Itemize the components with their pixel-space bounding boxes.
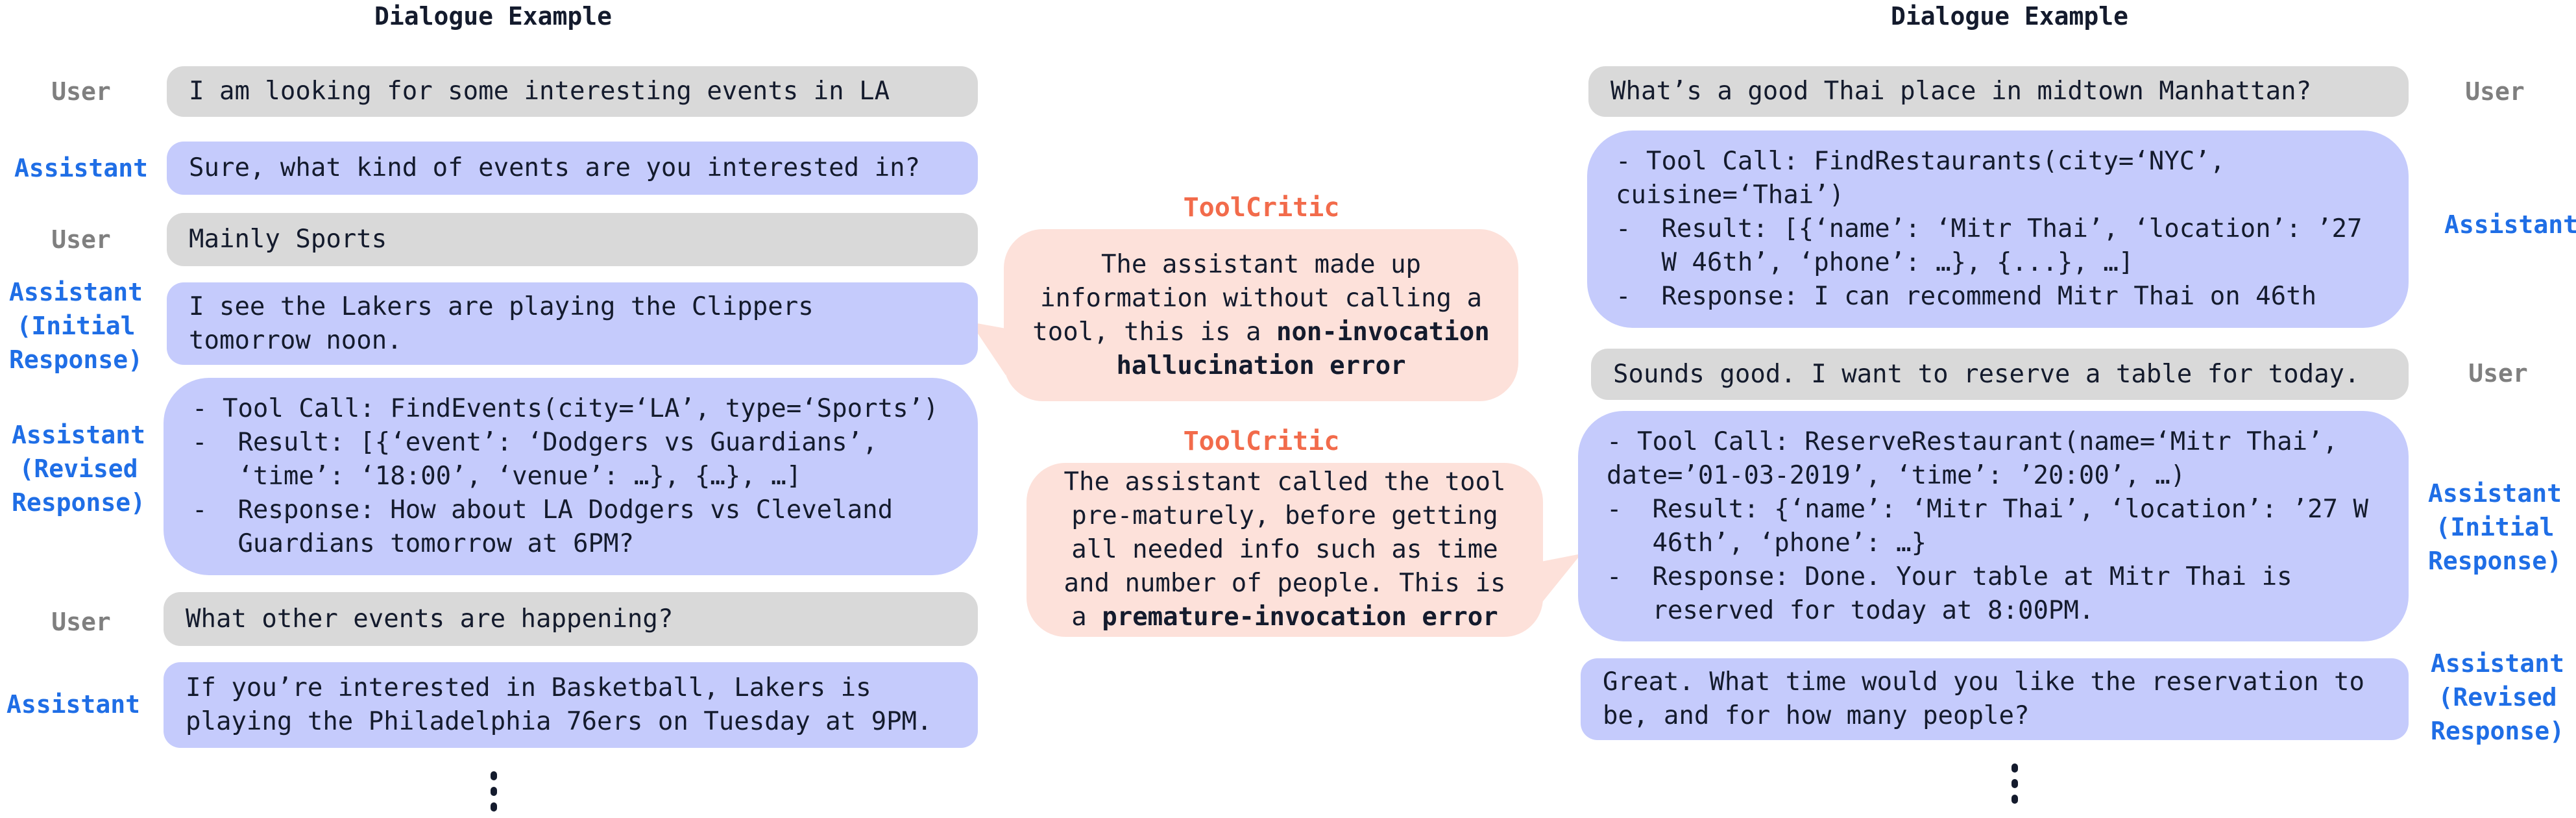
speaker-label-user: User: [2468, 359, 2528, 388]
speaker-label-assistant: Assistant: [14, 154, 148, 182]
right-title: Dialogue Example: [1890, 2, 2129, 31]
user-message: Sounds good. I want to reserve a table f…: [1591, 349, 2409, 400]
ellipsis-icon: [2011, 763, 2019, 810]
toolcritic-feedback-non-invocation: The assistant made up information withou…: [1004, 229, 1518, 401]
assistant-initial-response: - Tool Call: ReserveRestaurant(name=‘Mit…: [1578, 411, 2409, 641]
ellipsis-icon: [491, 771, 498, 818]
toolcritic-feedback-premature-invocation: The assistant called the tool pre-mature…: [1027, 463, 1543, 637]
assistant-revised-response: - Tool Call: FindEvents(city=‘LA’, type=…: [164, 378, 978, 575]
speaker-label-user: User: [2465, 77, 2525, 106]
critic-1-tail: [970, 322, 1006, 375]
assistant-revised-response: Great. What time would you like the rese…: [1581, 658, 2409, 740]
user-message: Mainly Sports: [167, 213, 978, 266]
critic-2-tail: [1538, 554, 1581, 608]
assistant-message: Sure, what kind of events are you intere…: [167, 142, 978, 195]
assistant-message: If you’re interested in Basketball, Lake…: [164, 662, 978, 748]
speaker-label-assistant: Assistant: [6, 690, 140, 719]
speaker-label-user: User: [51, 608, 111, 636]
user-message: What’s a good Thai place in midtown Manh…: [1588, 66, 2409, 117]
user-message: I am looking for some interesting events…: [167, 66, 978, 117]
speaker-label-assistant: Assistant: [2444, 210, 2576, 239]
left-title: Dialogue Example: [374, 2, 613, 31]
assistant-initial-response: I see the Lakers are playing the Clipper…: [167, 282, 978, 365]
assistant-message: - Tool Call: FindRestaurants(city=‘NYC’,…: [1587, 130, 2409, 328]
toolcritic-label: ToolCritic: [1183, 427, 1340, 456]
speaker-label-user: User: [51, 225, 111, 254]
user-message: What other events are happening?: [164, 592, 978, 646]
speaker-label-user: User: [51, 77, 111, 106]
toolcritic-label: ToolCritic: [1183, 193, 1340, 223]
